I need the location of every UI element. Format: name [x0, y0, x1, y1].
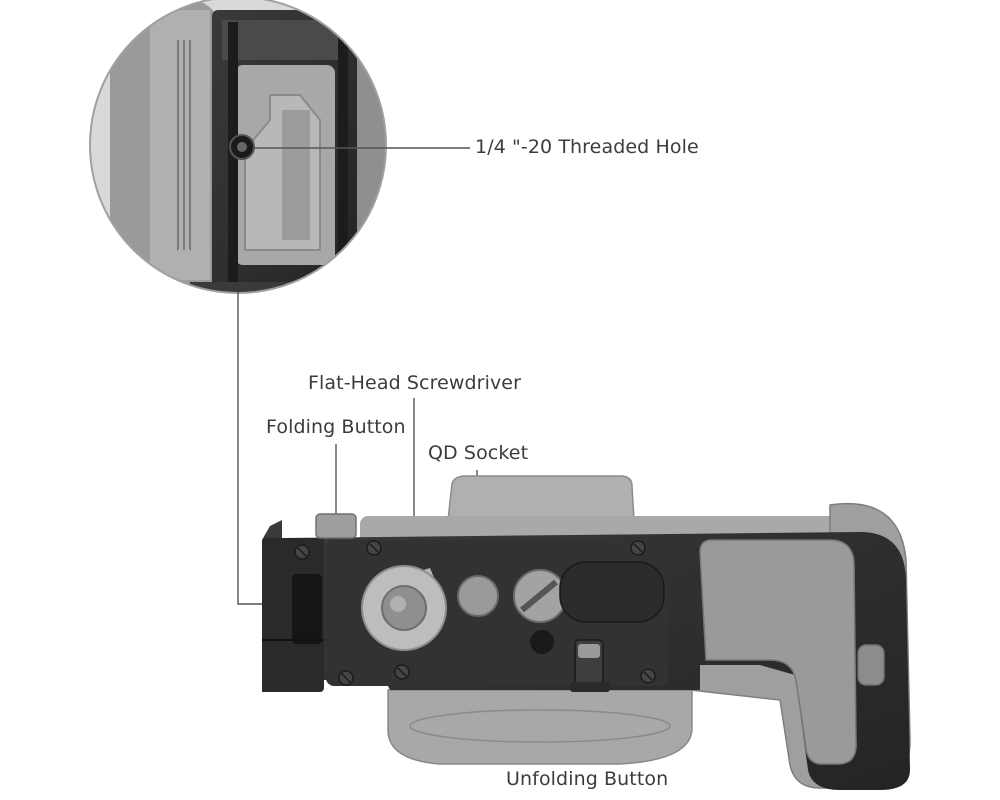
- flat-head-screwdriver-label: Flat-Head Screwdriver: [308, 372, 522, 394]
- leader-zoom-connector: [237, 292, 262, 605]
- camera-with-plate: [262, 475, 911, 790]
- unfolding-button-label: Unfolding Button: [506, 768, 669, 790]
- threaded-hole-label: 1/4 "-20 Threaded Hole: [475, 136, 699, 158]
- folding-button-label: Folding Button: [266, 416, 406, 438]
- qd-socket: [457, 575, 499, 617]
- mounting-screw: [513, 569, 567, 623]
- flat-head-screwdriver: [361, 565, 447, 651]
- qd-socket-label: QD Socket: [428, 442, 529, 464]
- unfolding-button: [570, 639, 610, 692]
